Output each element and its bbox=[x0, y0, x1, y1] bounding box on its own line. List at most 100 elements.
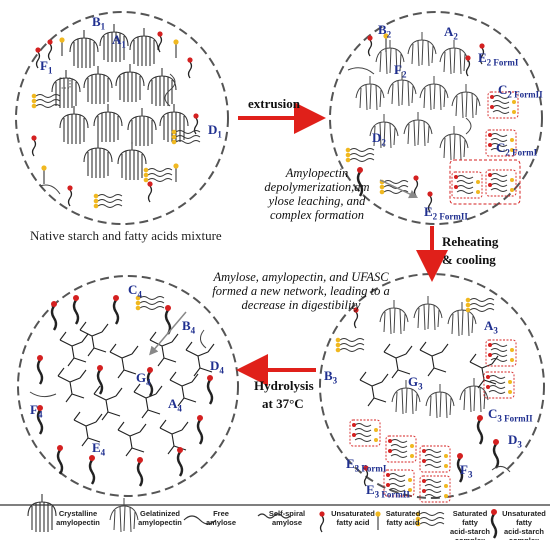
label-e2-form2-sub: 2 FormII bbox=[432, 211, 468, 222]
label-g3: G3 bbox=[408, 374, 423, 392]
circle-native-mixture bbox=[15, 11, 229, 225]
label-f3: F3 bbox=[460, 462, 472, 480]
label-c3-form2-sub: 3 FormII bbox=[497, 413, 533, 424]
label-f3-sub: 3 bbox=[467, 469, 473, 480]
label-b2-sub: 2 bbox=[386, 29, 392, 40]
label-a4-sub: 4 bbox=[177, 403, 182, 414]
label-f4-sub: 4 bbox=[37, 409, 43, 420]
legend-self-spiral-line1: Self-spiral bbox=[268, 509, 306, 518]
label-c2-form2-letter: C bbox=[498, 82, 508, 97]
label-d2-letter: D bbox=[372, 130, 382, 145]
label-c2-form1-sub: 2 FormI bbox=[505, 147, 538, 158]
step-reheating-line2: & cooling bbox=[442, 252, 496, 267]
label-e4-sub: 4 bbox=[100, 447, 106, 458]
label-a2-letter: A bbox=[444, 24, 454, 39]
label-c3-form2: C3 FormII bbox=[488, 406, 533, 424]
label-d4-sub: 4 bbox=[219, 365, 224, 376]
legend-free-amylose-line2: amylose bbox=[205, 518, 237, 527]
label-g3-sub: 3 bbox=[418, 381, 423, 392]
legend-saturated-complex-line2: acid-starch complex bbox=[449, 527, 491, 540]
label-g4: G4 bbox=[136, 370, 151, 388]
label-b4-sub: 4 bbox=[190, 325, 196, 336]
self-spiral-amylose-icon bbox=[257, 513, 291, 519]
step-reheating-line1: Reheating bbox=[442, 234, 499, 249]
note-depoly-line4: complex formation bbox=[269, 208, 365, 222]
caption-native-mixture: Native starch and fatty acids mixture bbox=[30, 228, 222, 243]
label-d1: D1 bbox=[208, 122, 222, 140]
label-e3-form2-letter: E bbox=[366, 482, 375, 497]
note-network-line3: decrease in digestibility bbox=[241, 298, 361, 312]
label-b4: B4 bbox=[182, 318, 195, 336]
label-c3-form2-letter: C bbox=[488, 406, 498, 421]
arrow-note-network bbox=[149, 311, 187, 356]
legend-unsaturated-complex-line2: acid-starch complex bbox=[503, 527, 545, 540]
label-b1-letter: B bbox=[92, 14, 101, 29]
label-a4-letter: A bbox=[168, 396, 178, 411]
label-e2-form2: E2 FormII bbox=[424, 204, 468, 222]
free-amylose-icon bbox=[183, 515, 217, 525]
label-f2-sub: 2 bbox=[401, 69, 407, 80]
label-b1: B1 bbox=[92, 14, 105, 32]
label-e2-form1: E2 FormI bbox=[478, 50, 518, 68]
label-d1-letter: D bbox=[208, 122, 218, 137]
label-b2: B2 bbox=[378, 22, 391, 40]
label-c2-form1-letter: C bbox=[496, 140, 506, 155]
label-g4-sub: 4 bbox=[146, 377, 151, 388]
label-d3-letter: D bbox=[508, 432, 518, 447]
label-d3: D3 bbox=[508, 432, 522, 450]
label-f1-letter: F bbox=[40, 58, 48, 73]
legend-gelatinized-line2: amylopectin bbox=[138, 518, 182, 527]
label-e2-form2-letter: E bbox=[424, 204, 433, 219]
label-f1-sub: 1 bbox=[47, 65, 53, 76]
label-f1: F1 bbox=[40, 58, 52, 76]
circle-extruded bbox=[329, 11, 543, 225]
note-network-line1: Amylose, amylopectin, and UFASC bbox=[213, 270, 389, 284]
label-c2-form2: C2 FormII bbox=[498, 82, 543, 100]
label-b3-letter: B bbox=[324, 368, 333, 383]
label-g4-letter: G bbox=[136, 370, 147, 385]
label-a3: A3 bbox=[484, 318, 498, 336]
note-depoly-line3: ylose leaching, and bbox=[268, 194, 366, 208]
label-c2-form2-sub: 2 FormII bbox=[507, 89, 543, 100]
label-e3-form1-letter: E bbox=[346, 456, 355, 471]
label-b4-letter: B bbox=[182, 318, 191, 333]
note-depoly-line2: depolymerization,am bbox=[264, 180, 370, 194]
label-f4-letter: F bbox=[30, 402, 38, 417]
label-e4-letter: E bbox=[92, 440, 101, 455]
legend-icons bbox=[0, 493, 550, 540]
label-c4-sub: 4 bbox=[137, 289, 142, 300]
label-d2: D2 bbox=[372, 130, 386, 148]
legend-gelatinized-line1: Gelatinized bbox=[139, 509, 180, 518]
label-e2-form1-sub: 2 FormI bbox=[486, 57, 519, 68]
label-a3-letter: A bbox=[484, 318, 494, 333]
label-f2-letter: F bbox=[394, 62, 402, 77]
label-d2-sub: 2 bbox=[381, 137, 386, 148]
label-a1-letter: A bbox=[112, 32, 122, 47]
label-c4: C4 bbox=[128, 282, 142, 300]
label-e3-form1-sub: 3 FormI bbox=[354, 463, 387, 474]
label-a1: A1 bbox=[112, 32, 126, 50]
label-e3-form2: E3 FormII bbox=[366, 482, 410, 500]
label-a1-sub: 1 bbox=[121, 39, 126, 50]
legend-unsaturated-fa-line2: fatty acid bbox=[336, 518, 370, 527]
legend-saturated-complex-line1: Saturated fatty bbox=[452, 509, 488, 527]
note-network-line2: formed a new network, leading to a bbox=[212, 284, 390, 298]
label-a4: A4 bbox=[168, 396, 182, 414]
label-d4-letter: D bbox=[210, 358, 220, 373]
label-e3-form2-sub: 3 FormII bbox=[374, 489, 410, 500]
unsaturated-fatty-acid-icon bbox=[318, 510, 326, 533]
label-g3-letter: G bbox=[408, 374, 419, 389]
note-depoly-line1: Amylopectin bbox=[285, 166, 349, 180]
legend-unsaturated-complex-line1: Unsaturated fatty bbox=[502, 509, 546, 527]
legend-crystalline-line2: amylopectin bbox=[56, 518, 100, 527]
legend-crystalline-line1: Crystalline bbox=[58, 509, 98, 518]
step-hydrolysis-line1: Hydrolysis bbox=[254, 378, 314, 393]
